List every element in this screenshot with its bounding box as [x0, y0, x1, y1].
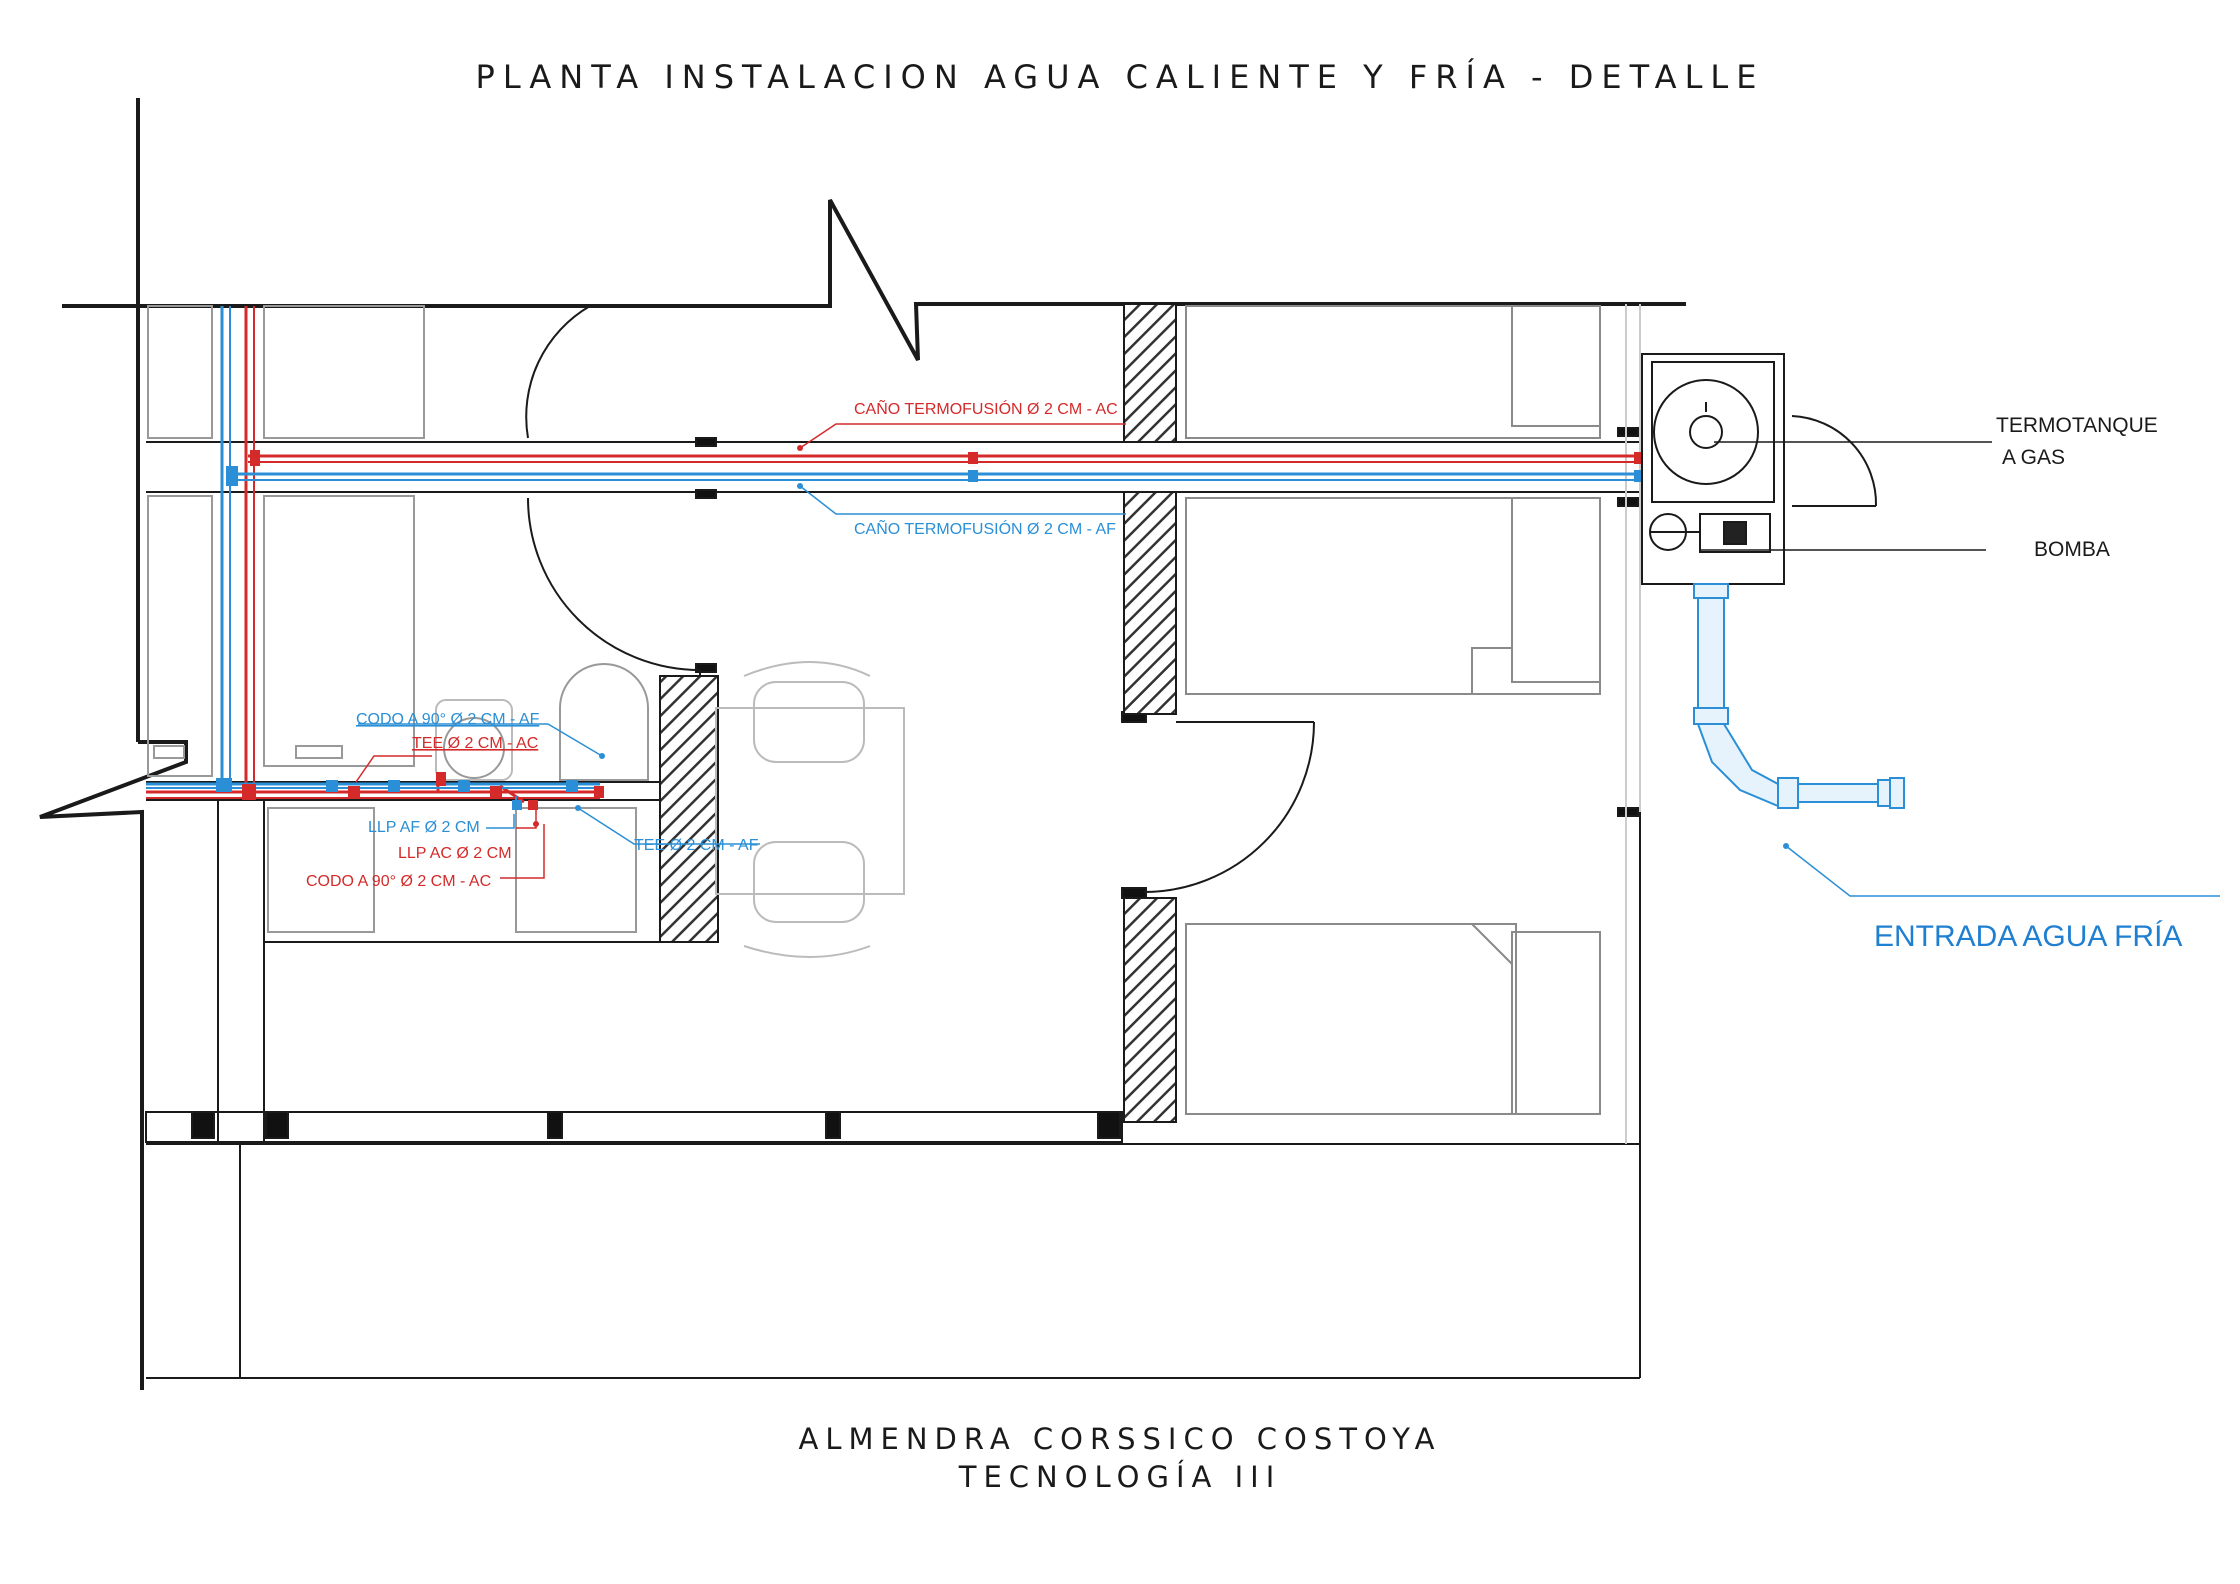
label-tee-hot: TEE Ø 2 CM - AC — [412, 735, 538, 752]
cold-water-pipes — [146, 306, 1640, 810]
page-title: PLANTA INSTALACION AGUA CALIENTE Y FRÍA … — [475, 58, 1765, 96]
water-heater-unit — [1641, 353, 1785, 585]
label-elbow-cold: CODO A 90° Ø 2 CM - AF — [356, 711, 540, 728]
leader-lines-equipment — [1700, 441, 1992, 551]
label-cold-pipe: CAÑO TERMOFUSIÓN Ø 2 CM - AF — [854, 518, 1116, 538]
leader-dots — [533, 445, 1789, 849]
hot-water-pipes — [146, 306, 1640, 804]
doors — [525, 305, 1878, 893]
label-valve-cold: LLP AF Ø 2 CM — [368, 819, 480, 836]
label-valve-hot: LLP AC Ø 2 CM — [398, 845, 512, 862]
label-cold-inlet: ENTRADA AGUA FRÍA — [1874, 920, 2182, 953]
leader-lines-hot — [355, 423, 1126, 879]
label-elbow-hot: CODO A 90° Ø 2 CM - AC — [306, 873, 491, 890]
footer-author: ALMENDRA CORSSICO COSTOYA — [798, 1422, 1442, 1456]
label-water-heater-line2: A GAS — [2002, 446, 2065, 469]
label-water-heater-line1: TERMOTANQUE — [1996, 414, 2158, 437]
hatched-walls — [659, 303, 1177, 1123]
furniture — [153, 305, 1601, 1115]
cold-water-inlet-pipe — [1693, 583, 1905, 809]
label-tee-cold: TEE Ø 2 CM - AF — [634, 837, 759, 854]
leader-lines-cold — [358, 485, 2220, 897]
label-pump: BOMBA — [2034, 538, 2110, 561]
label-hot-pipe: CAÑO TERMOFUSIÓN Ø 2 CM - AC — [854, 398, 1118, 418]
footer-course: TECNOLOGÍA III — [958, 1460, 1282, 1494]
pipe-fittings — [216, 450, 1642, 810]
